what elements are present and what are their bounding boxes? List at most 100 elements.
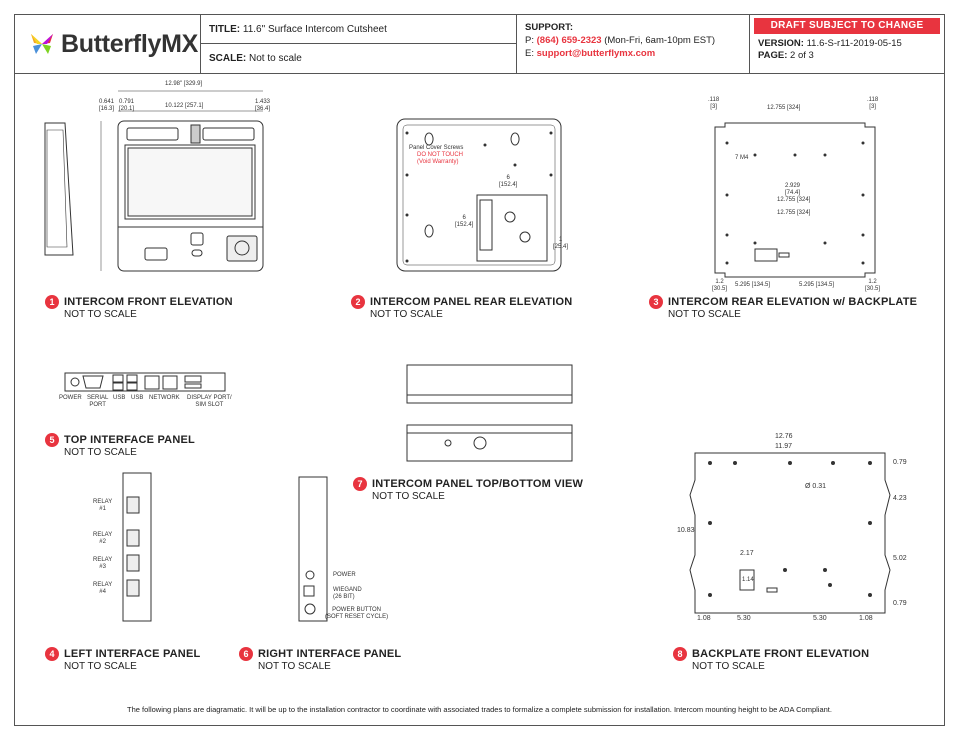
support-cell: SUPPORT: P: (864) 659-2323 (Mon-Fri, 6am… xyxy=(517,15,750,73)
caption-title: TOP INTERFACE PANEL xyxy=(64,434,195,446)
caption-number: 2 xyxy=(351,295,365,309)
bpf-b2: 5.30 xyxy=(737,615,751,622)
rear-dim-d1: 1 [25.4] xyxy=(553,237,569,250)
left-interface-panel xyxy=(122,472,152,622)
front-dim-right: 1.433 [36.4] xyxy=(255,99,271,112)
caption-number: 8 xyxy=(673,647,687,661)
phone-hours: (Mon-Fri, 6am-10pm EST) xyxy=(604,35,716,46)
caption-title: LEFT INTERFACE PANEL xyxy=(64,648,201,660)
tp-label-usb2: USB xyxy=(131,395,144,401)
right-interface-panel xyxy=(298,476,328,622)
page-label: PAGE: xyxy=(758,50,788,61)
caption-sub: NOT TO SCALE xyxy=(64,661,137,672)
caption-title: BACKPLATE FRONT ELEVATION xyxy=(692,648,870,660)
caption-number: 6 xyxy=(239,647,253,661)
relay-2: RELAY #2 xyxy=(93,532,113,545)
caption-title: INTERCOM FRONT ELEVATION xyxy=(64,296,233,308)
version-label: VERSION: xyxy=(758,38,804,49)
caption-title: RIGHT INTERFACE PANEL xyxy=(258,648,402,660)
caption-sub: NOT TO SCALE xyxy=(64,447,137,458)
bpf-b4: 1.08 xyxy=(859,615,873,622)
panel-side-view xyxy=(406,364,573,404)
drawings-canvas xyxy=(44,90,891,622)
tp-label-network: NETWORK xyxy=(149,395,180,401)
rear-dim-h: 6 [152.4] xyxy=(455,215,474,228)
rp-label-powerbutton: POWER BUTTON (SOFT RESET CYCLE) xyxy=(325,607,389,620)
bpf-r3: 5.02 xyxy=(893,555,907,562)
bpf-h: 10.83 xyxy=(677,527,695,534)
bp-rear-screw: 7 M4 xyxy=(735,155,749,161)
rear-note-3: (Void Warranty) xyxy=(417,159,459,165)
bpf-b3: 5.30 xyxy=(813,615,827,622)
bp-rear-b3: 5.295 [134.5] xyxy=(799,282,835,288)
caption-sub: NOT TO SCALE xyxy=(64,309,137,320)
bp-rear-center3: 12.755 [324] xyxy=(777,210,811,216)
front-dim-left2: 0.791 [20.1] xyxy=(119,99,135,112)
bp-rear-top: 12.755 [324] xyxy=(767,105,801,111)
version-cell: DRAFT SUBJECT TO CHANGE VERSION: 11.6-S-… xyxy=(750,15,944,73)
brand-name: ButterflyMX xyxy=(61,29,198,58)
rear-dim-w: 6 [152.4] xyxy=(499,175,518,188)
bpf-r1: 0.79 xyxy=(893,459,907,466)
support-label: SUPPORT: xyxy=(525,22,574,33)
tp-label-serial: SERIAL PORT xyxy=(87,395,109,408)
support-email[interactable]: support@butterflymx.com xyxy=(536,48,656,59)
caption-sub: NOT TO SCALE xyxy=(370,309,443,320)
tp-label-power: POWER xyxy=(59,395,82,401)
bpf-hole: Ø 0.31 xyxy=(805,483,827,490)
relay-4: RELAY #4 xyxy=(93,582,113,595)
support-phone[interactable]: (864) 659-2323 xyxy=(536,35,602,46)
bpf-r4: 0.79 xyxy=(893,600,907,607)
bpf-b1: 1.08 xyxy=(697,615,711,622)
phone-prefix: P: xyxy=(525,35,534,46)
title-block: ButterflyMX TITLE: 11.6" Surface Interco… xyxy=(15,15,944,74)
caption-number: 4 xyxy=(45,647,59,661)
butterfly-logo-icon xyxy=(31,34,53,54)
front-screen xyxy=(124,144,256,220)
relay-3: RELAY #3 xyxy=(93,557,113,570)
bp-rear-b1: 1.2 [30.5] xyxy=(712,279,728,292)
draft-banner: DRAFT SUBJECT TO CHANGE xyxy=(754,18,940,34)
rear-note-1: Panel Cover Screws xyxy=(409,145,464,151)
scale-label: SCALE: xyxy=(209,53,247,64)
top-interface-panel xyxy=(64,372,226,392)
front-dim-left1: 0.641 [16.3] xyxy=(99,99,115,112)
caption-sub: NOT TO SCALE xyxy=(258,661,331,672)
relay-1: RELAY #1 xyxy=(93,499,113,512)
front-overall-dim: 12.98" [329.9] xyxy=(165,81,203,87)
panel-bottom-view xyxy=(406,424,573,462)
caption-title: INTERCOM PANEL REAR ELEVATION xyxy=(370,296,573,308)
caption-sub: NOT TO SCALE xyxy=(668,309,741,320)
page-value: 2 of 3 xyxy=(790,50,814,61)
rear-panel-outline xyxy=(396,118,562,272)
backplate-front-outline xyxy=(689,452,891,614)
scale-value: Not to scale xyxy=(249,53,302,64)
caption-title: INTERCOM REAR ELEVATION w/ BACKPLATE xyxy=(668,296,918,308)
caption-title: INTERCOM PANEL TOP/BOTTOM VIEW xyxy=(372,478,584,490)
bpf-slot-h: 1.14 xyxy=(742,577,754,583)
logo: ButterflyMX xyxy=(15,15,201,73)
bpf-r2: 4.23 xyxy=(893,495,907,502)
rear-note-2: DO NOT TOUCH xyxy=(417,152,464,158)
front-panel-outline xyxy=(117,120,264,272)
bp-rear-right-top: .118 [3] xyxy=(867,97,879,110)
caption-number: 3 xyxy=(649,295,663,309)
bp-rear-b2: 5.295 [134.5] xyxy=(735,282,771,288)
caption-number: 1 xyxy=(45,295,59,309)
backplate-rear-outline xyxy=(714,122,876,278)
tp-label-display: DISPLAY PORT/ SIM SLOT xyxy=(187,395,232,408)
bp-rear-left-top: .118 [3] xyxy=(708,97,720,110)
bpf-w1: 12.76 xyxy=(775,433,793,440)
front-dim-middle: 10.122 [257.1] xyxy=(165,103,204,109)
caption-number: 7 xyxy=(353,477,367,491)
title-value: 11.6" Surface Intercom Cutsheet xyxy=(242,23,387,35)
tp-label-usb1: USB xyxy=(113,395,126,401)
front-side-profile xyxy=(44,122,74,256)
